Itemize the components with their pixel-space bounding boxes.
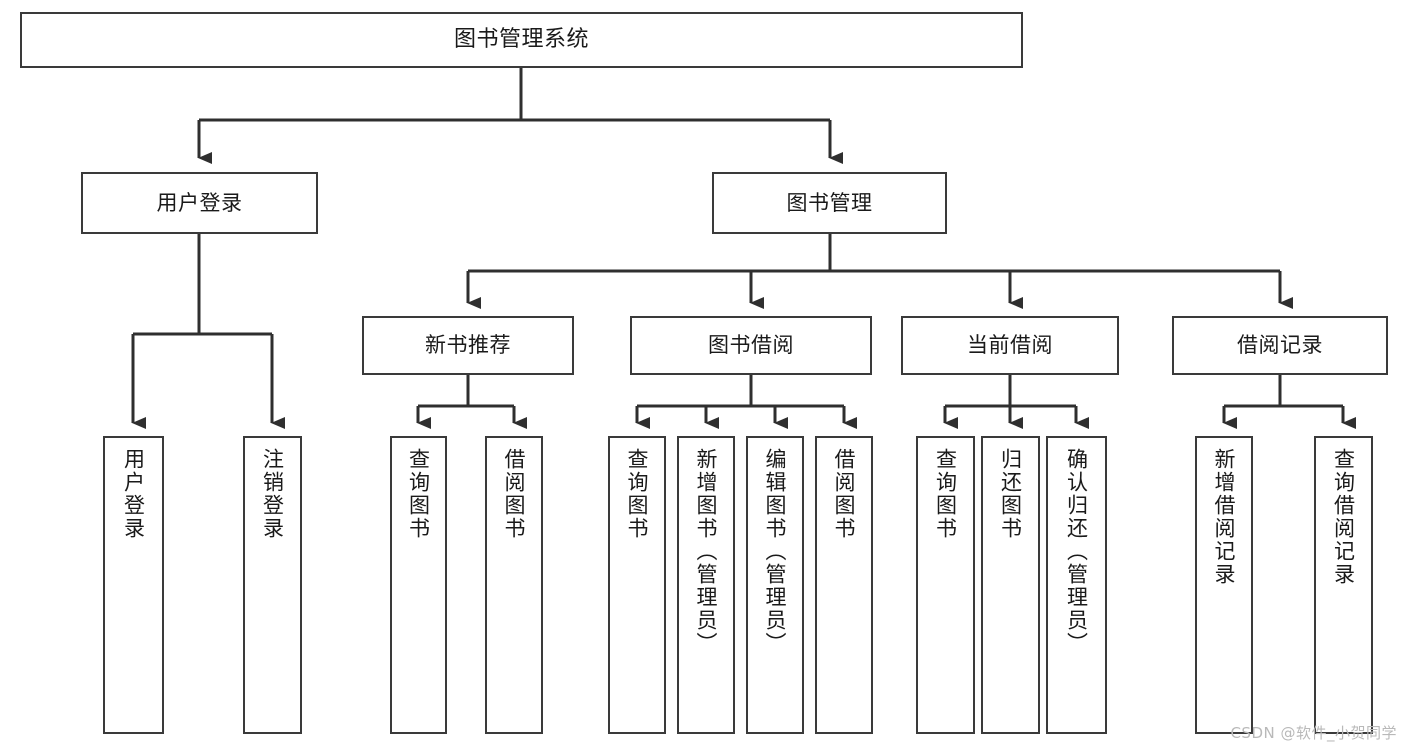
node-current-borrow[interactable]: 当前借阅 (901, 316, 1119, 375)
node-leaf-query-book-2-label: 查询图书 (625, 448, 650, 540)
node-user-login-label: 用户登录 (156, 190, 243, 215)
node-leaf-edit-book-label: 编辑图书（管理员） (763, 448, 788, 655)
node-user-login[interactable]: 用户登录 (81, 172, 318, 234)
node-new-book-recommend-label: 新书推荐 (425, 333, 511, 358)
node-leaf-borrow-book-2[interactable]: 借阅图书 (815, 436, 873, 734)
node-leaf-add-record[interactable]: 新增借阅记录 (1195, 436, 1253, 734)
node-borrow-record-label: 借阅记录 (1237, 333, 1323, 358)
node-leaf-return-book-label: 归还图书 (998, 448, 1023, 540)
node-book-borrow-label: 图书借阅 (708, 333, 794, 358)
node-leaf-query-record[interactable]: 查询借阅记录 (1314, 436, 1373, 734)
node-book-management-label: 图书管理 (786, 190, 873, 215)
node-leaf-query-book-3-label: 查询图书 (933, 448, 958, 540)
node-book-management[interactable]: 图书管理 (712, 172, 947, 234)
node-leaf-add-book-label: 新增图书（管理员） (694, 448, 719, 655)
node-borrow-record[interactable]: 借阅记录 (1172, 316, 1388, 375)
node-leaf-edit-book[interactable]: 编辑图书（管理员） (746, 436, 804, 734)
node-leaf-user-login[interactable]: 用户登录 (103, 436, 164, 734)
node-root[interactable]: 图书管理系统 (20, 12, 1023, 68)
csdn-watermark: CSDN @软件_小贺同学 (1230, 724, 1397, 742)
node-leaf-borrow-book-1[interactable]: 借阅图书 (485, 436, 543, 734)
node-leaf-return-book[interactable]: 归还图书 (981, 436, 1040, 734)
node-leaf-query-book-1[interactable]: 查询图书 (390, 436, 447, 734)
node-leaf-query-book-3[interactable]: 查询图书 (916, 436, 975, 734)
node-root-label: 图书管理系统 (453, 27, 589, 53)
node-leaf-user-login-label: 用户登录 (121, 448, 146, 540)
node-leaf-add-book[interactable]: 新增图书（管理员） (677, 436, 735, 734)
node-leaf-user-logout-label: 注销登录 (260, 448, 285, 540)
node-leaf-borrow-book-2-label: 借阅图书 (832, 448, 857, 540)
node-leaf-query-book-1-label: 查询图书 (406, 448, 431, 540)
node-leaf-confirm-return[interactable]: 确认归还（管理员） (1046, 436, 1107, 734)
node-current-borrow-label: 当前借阅 (967, 333, 1053, 358)
node-new-book-recommend[interactable]: 新书推荐 (362, 316, 574, 375)
node-leaf-borrow-book-1-label: 借阅图书 (502, 448, 527, 540)
node-leaf-user-logout[interactable]: 注销登录 (243, 436, 302, 734)
node-leaf-query-record-label: 查询借阅记录 (1331, 448, 1356, 586)
node-leaf-query-book-2[interactable]: 查询图书 (608, 436, 666, 734)
node-leaf-confirm-return-label: 确认归还（管理员） (1064, 448, 1089, 655)
node-book-borrow[interactable]: 图书借阅 (630, 316, 872, 375)
node-leaf-add-record-label: 新增借阅记录 (1212, 448, 1237, 586)
